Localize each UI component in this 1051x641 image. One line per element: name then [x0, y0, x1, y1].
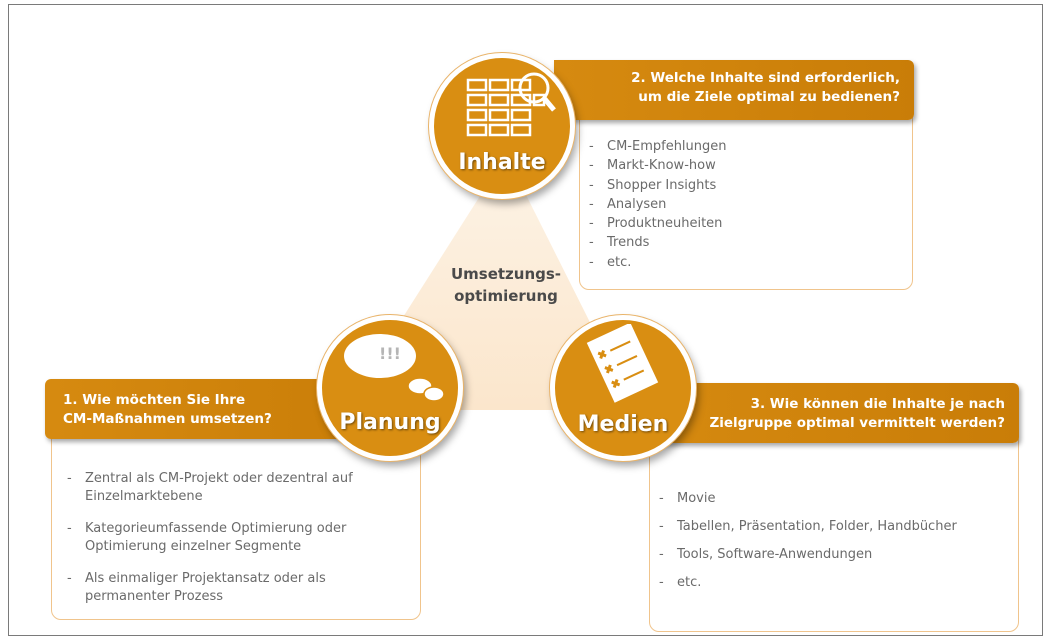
center-label-line2: optimierung	[454, 287, 558, 305]
diagram-frame: Umsetzungs- optimierung 2. Welche Inhalt…	[8, 4, 1043, 636]
planung-item-line2: permanenter Prozess	[85, 589, 224, 604]
calendar-search-icon	[466, 72, 556, 137]
planung-circle-label: Planung	[339, 410, 441, 435]
planung-item-line2: Einzelmarktebene	[85, 489, 203, 504]
planung-item-line1: Als einmaliger Projektansatz oder als	[85, 571, 326, 586]
medien-list: Movie Tabellen, Präsentation, Folder, Ha…	[655, 485, 957, 597]
inhalte-item: etc.	[585, 253, 727, 273]
planung-circle: !!! Planung	[317, 315, 463, 461]
inhalte-circle-label: Inhalte	[458, 150, 546, 175]
planung-item-line2: Optimierung einzelner Segmente	[85, 539, 302, 554]
medien-item: Tabellen, Präsentation, Folder, Handbüch…	[655, 513, 957, 541]
planung-item-line1: Kategorieumfassende Optimierung oder	[85, 521, 347, 536]
inhalte-list: CM-Empfehlungen Markt-Know-how Shopper I…	[585, 137, 727, 272]
planung-item: Zentral als CM-Projekt oder dezentral au…	[63, 470, 353, 506]
inhalte-item: Analysen	[585, 195, 727, 215]
bubble-text: !!!	[379, 344, 401, 363]
planung-title-line2: CM-Maßnahmen umsetzen?	[63, 411, 272, 427]
medien-item: Movie	[655, 485, 957, 513]
planung-list: Zentral als CM-Projekt oder dezentral au…	[63, 470, 353, 606]
medien-item: etc.	[655, 569, 957, 597]
medien-circle-label: Medien	[577, 412, 669, 437]
speech-bubble-icon	[344, 334, 444, 402]
planung-item: Kategorieumfassende Optimierung oder Opt…	[63, 520, 353, 556]
inhalte-item: Trends	[585, 233, 727, 253]
inhalte-circle: Inhalte	[429, 53, 575, 199]
inhalte-item: Shopper Insights	[585, 176, 727, 196]
center-label-line1: Umsetzungs-	[450, 265, 562, 283]
checklist-icon	[586, 324, 659, 403]
medien-circle: Medien	[550, 315, 696, 461]
planung-item-line1: Zentral als CM-Projekt oder dezentral au…	[85, 471, 353, 486]
inhalte-item: Markt-Know-how	[585, 156, 727, 176]
inhalte-title-line2: um die Ziele optimal zu bedienen?	[638, 89, 900, 105]
inhalte-header: 2. Welche Inhalte sind erforderlich, um …	[554, 60, 914, 120]
planung-title-line1: 1. Wie möchten Sie Ihre	[63, 392, 246, 408]
inhalte-item: CM-Empfehlungen	[585, 137, 727, 157]
center-label: Umsetzungs- optimierung	[441, 263, 571, 307]
medien-title-line2: Zielgruppe optimal vermittelt werden?	[709, 415, 1005, 431]
medien-title-line1: 3. Wie können die Inhalte je nach	[750, 396, 1005, 412]
inhalte-item: Produktneuheiten	[585, 214, 727, 234]
planung-item: Als einmaliger Projektansatz oder als pe…	[63, 570, 353, 606]
inhalte-title-line1: 2. Welche Inhalte sind erforderlich,	[631, 70, 900, 86]
medien-item: Tools, Software-Anwendungen	[655, 541, 957, 569]
